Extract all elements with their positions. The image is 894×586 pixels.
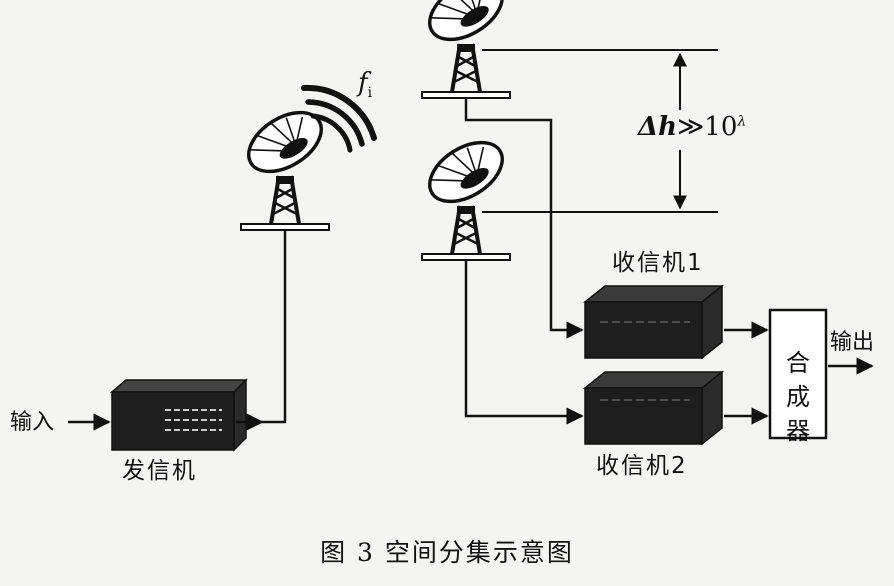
input-label: 输入: [10, 410, 55, 435]
combiner-label-char: 合: [786, 349, 810, 377]
rx1-feed-line: [464, 98, 584, 339]
transmitter-label: 发信机: [122, 458, 197, 484]
combiner-label-char: 成: [786, 383, 810, 411]
height-diff-symbol: Δh: [638, 112, 678, 142]
transmitter-box-icon: [109, 378, 248, 452]
frequency-subscript: i: [367, 85, 373, 102]
output-label: 输出: [830, 330, 875, 355]
receiver1-label: 收信机1: [612, 250, 704, 276]
receiver1-box-icon: [582, 284, 725, 360]
height-dimension: [482, 49, 718, 213]
height-diff-exponent: λ: [737, 113, 747, 130]
tx-antenna-icon: [236, 98, 334, 232]
connection-lines: [68, 98, 874, 431]
receiver2-label: 收信机2: [596, 453, 688, 479]
frequency-label: fi: [358, 70, 372, 100]
height-difference-label: Δh≫10λ: [638, 114, 746, 140]
figure-caption: 图 3 空间分集示意图: [320, 538, 574, 567]
tx-feed-line: [262, 230, 287, 424]
frequency-symbol: f: [358, 68, 368, 98]
rx2-antenna-icon: [417, 128, 515, 262]
height-diff-relation: ≫10: [677, 112, 738, 142]
radio-wave-icon: [301, 84, 377, 153]
receiver2-box-icon: [582, 370, 725, 446]
combiner-box: [768, 308, 828, 440]
rx2-feed-line: [464, 260, 584, 425]
combiner-label-char: 器: [786, 417, 810, 445]
